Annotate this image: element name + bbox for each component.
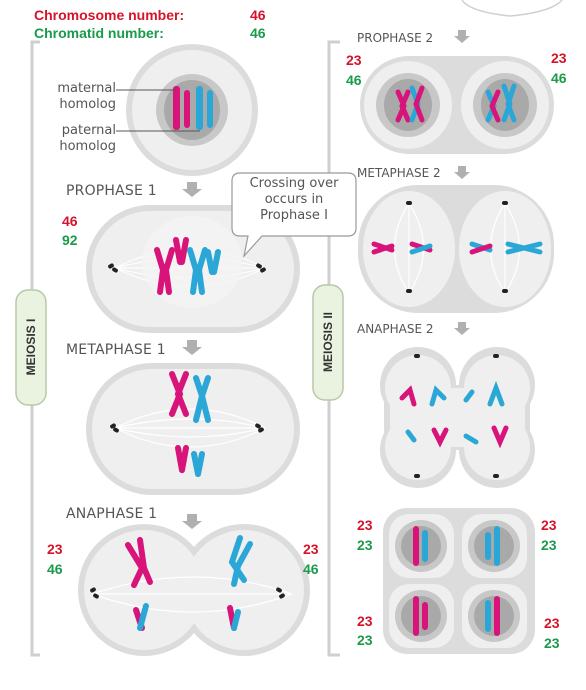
metaphase2-cells: [358, 185, 554, 313]
down-arrow: [182, 514, 202, 529]
maternal-homolog-label: maternal homolog: [57, 81, 116, 112]
maternal-chromosome: [184, 90, 190, 128]
chromosome-number-value: 46: [250, 7, 266, 23]
anaphase2-cells: [380, 347, 535, 488]
stage-metaphase1: METAPHASE 1: [66, 342, 166, 358]
meiosis1-tab: [15, 289, 47, 406]
prophase2-left-chromatid-number: 46: [346, 72, 362, 88]
stage-prophase2: PROPHASE 2: [357, 31, 434, 45]
interphase-cell: [116, 44, 258, 176]
meiosis1-tab-label: MEIOSIS I: [24, 318, 38, 376]
maternal-chromosome: [173, 86, 180, 130]
metaphase1-cell: [86, 363, 300, 495]
stage-anaphase2: ANAPHASE 2: [357, 322, 434, 336]
meiosis2-tab-label: MEIOSIS II: [321, 312, 335, 373]
prophase2-cells: [360, 56, 554, 154]
chromosome-number-label: Chromosome number:: [34, 7, 185, 23]
down-arrow: [182, 340, 202, 355]
daughter4-chromatid-number: 23: [544, 635, 560, 651]
prophase2-right-chromosome-number: 23: [551, 50, 567, 66]
prophase1-chromatid-number: 92: [62, 232, 78, 248]
prophase2-left-chromosome-number: 23: [346, 52, 362, 68]
callout-bubble: [231, 172, 357, 259]
paternal-chromosome: [207, 90, 213, 128]
prophase2-right-chromatid-number: 46: [551, 70, 567, 86]
stage-anaphase1: ANAPHASE 1: [66, 506, 158, 522]
chromatid-number-value: 46: [250, 25, 266, 41]
daughter2-chromosome-number: 23: [541, 517, 557, 533]
prophase1-chromosome-number: 46: [62, 213, 78, 229]
paternal-chromosome: [196, 86, 203, 130]
daughter3-chromosome-number: 23: [357, 613, 373, 629]
anaphase1-left-chromatid-number: 46: [47, 561, 63, 577]
stage-prophase1: PROPHASE 1: [66, 183, 157, 199]
daughter3-chromatid-number: 23: [357, 632, 373, 648]
anaphase1-left-chromosome-number: 23: [47, 541, 63, 557]
daughter1-chromosome-number: 23: [357, 517, 373, 533]
chromatid-number-label: Chromatid number:: [34, 25, 164, 41]
daughter2-chromatid-number: 23: [541, 537, 557, 553]
anaphase1-right-chromatid-number: 46: [303, 561, 319, 577]
anaphase1-right-chromosome-number: 23: [303, 541, 319, 557]
daughter-cells: [383, 508, 535, 654]
stage-metaphase2: METAPHASE 2: [357, 166, 441, 180]
prophase1-cell: [86, 205, 300, 333]
crossing-over-callout: Crossing over occurs in Prophase I: [249, 176, 339, 223]
down-arrow: [454, 322, 470, 335]
daughter4-chromosome-number: 23: [544, 615, 560, 631]
partial-cell-outline: [461, 0, 563, 17]
down-arrow: [182, 182, 202, 197]
anaphase1-cell: [78, 524, 310, 656]
paternal-homolog-label: paternal homolog: [59, 123, 116, 154]
down-arrow: [454, 166, 470, 179]
down-arrow: [454, 30, 470, 43]
daughter1-chromatid-number: 23: [357, 537, 373, 553]
meiosis2-tab: [312, 284, 344, 401]
